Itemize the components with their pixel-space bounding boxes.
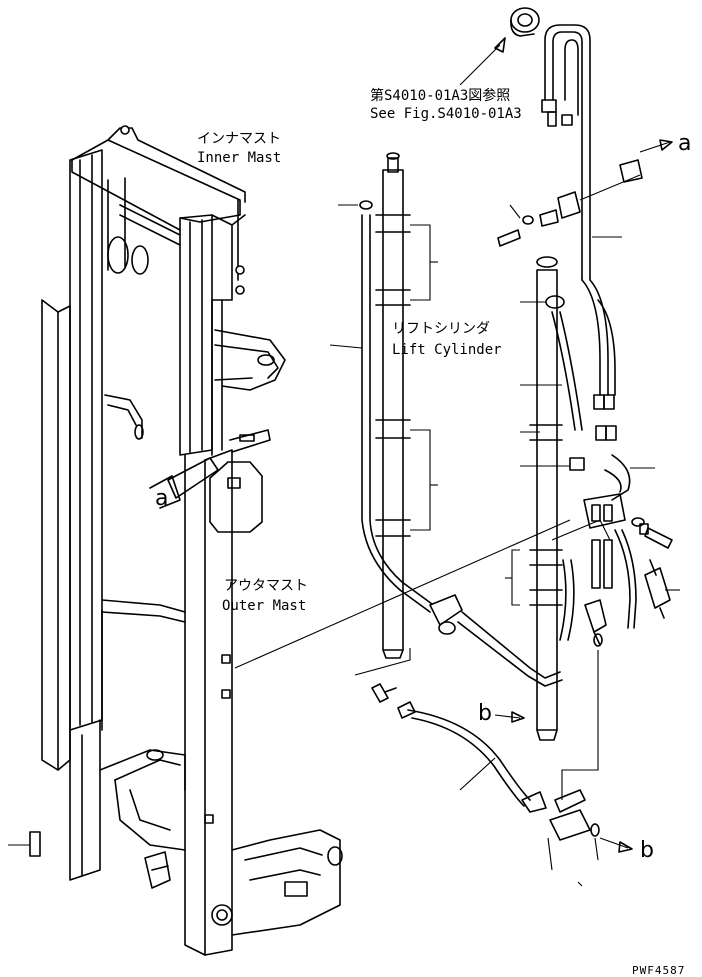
marker-a-left: a bbox=[155, 486, 168, 511]
marker-a-right: a bbox=[678, 131, 691, 156]
drawing-code: PWF4587 bbox=[632, 964, 685, 977]
lift-cylinder-right bbox=[505, 256, 585, 741]
inner-mast-label-jp: インナマスト bbox=[197, 131, 281, 147]
lift-cylinder-left bbox=[234, 152, 571, 813]
marker-b-bottom: b bbox=[640, 838, 654, 863]
ref-label-jp: 第S4010-01A3図参照 bbox=[370, 87, 510, 104]
ref-label-en: See Fig.S4010-01A3 bbox=[370, 106, 522, 122]
lift-cylinder-label-en: Lift Cylinder bbox=[392, 342, 502, 358]
labels: 第S4010-01A3図参照 See Fig.S4010-01A3 インナマスト… bbox=[155, 87, 691, 977]
outer-mast-label-jp: アウタマスト bbox=[224, 578, 308, 594]
inner-mast-label-en: Inner Mast bbox=[197, 150, 281, 166]
lift-cylinder-label-jp: リフトシリンダ bbox=[392, 321, 490, 337]
arrows bbox=[494, 139, 673, 853]
marker-b-top: b bbox=[478, 701, 492, 726]
mast-assembly bbox=[8, 125, 343, 956]
outer-mast-label-en: Outer Mast bbox=[222, 598, 306, 614]
top-hose-assembly bbox=[459, 7, 680, 887]
